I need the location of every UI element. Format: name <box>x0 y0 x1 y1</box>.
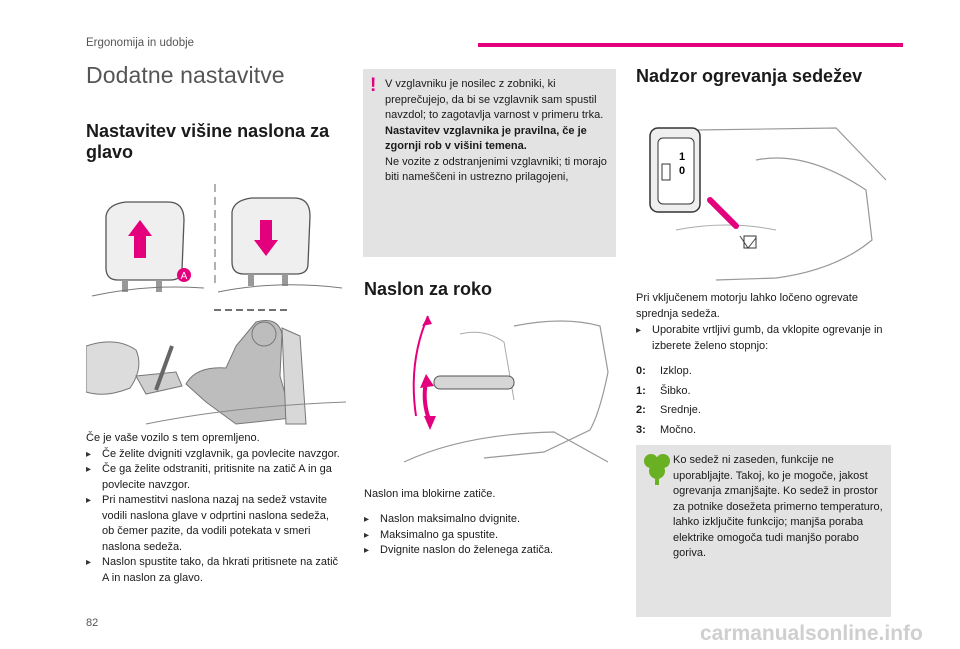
seat-heating-bullet: Uporabite vrtljivi gumb, da vklopite ogr… <box>636 323 892 354</box>
heating-levels: 0:Izklop. 1:Šibko. 2:Srednje. 3:Močno. <box>636 362 701 440</box>
armrest-illustration <box>403 315 609 463</box>
label-a: A <box>181 271 188 282</box>
page-title: Dodatne nastavitve <box>86 62 285 88</box>
headrest-intro: Če je vaše vozilo s tem opremljeno. <box>86 432 260 444</box>
seat-heating-intro: Pri vključenem motorju lahko ločeno ogre… <box>636 292 858 320</box>
knob-label-0: 0 <box>679 165 685 177</box>
headrest-bullet: Naslon spustite tako, da hkrati pritisne… <box>86 555 342 586</box>
headrest-bullet: Če želite dvigniti vzglavnik, ga povleci… <box>86 447 342 463</box>
heating-level: 1:Šibko. <box>636 384 691 397</box>
heating-level: 3:Močno. <box>636 423 697 436</box>
seat-heating-heading: Nadzor ogrevanja sedežev <box>636 66 863 86</box>
headrest-heading: Nastavitev višine naslona za glavo <box>86 121 330 162</box>
armrest-heading: Naslon za roko <box>364 279 493 299</box>
armrest-intro: Naslon ima blokirne zatiče. <box>364 488 496 500</box>
watermark: carmanualsonline.info <box>700 622 923 645</box>
accent-bar <box>478 43 903 47</box>
warning-icon: ! <box>370 75 377 96</box>
armrest-bullet: Maksimalno ga spustite. <box>364 528 616 544</box>
driver-illustration <box>86 309 347 425</box>
headrest-text: Če je vaše vozilo s tem opremljeno. Če ž… <box>86 431 342 586</box>
heating-level: 2:Srednje. <box>636 404 701 416</box>
armrest-list: Naslon maksimalno dvignite. Maksimalno g… <box>364 512 616 559</box>
warning-text-2: Ne vozite z odstranjenimi vzglavniki; ti… <box>385 155 607 184</box>
warning-text: V vzglavniku je nosilec z zobniki, ki pr… <box>385 78 604 121</box>
seat-heating-illustration: 1 0 <box>649 127 887 281</box>
seat-heating-list: Uporabite vrtljivi gumb, da vklopite ogr… <box>636 323 892 354</box>
heating-level: 0:Izklop. <box>636 365 692 377</box>
headrest-bullet: Pri namestitvi naslona nazaj na sedež vs… <box>86 493 342 555</box>
section-label: Ergonomija in udobje <box>86 37 195 49</box>
warning-box: ! V vzglavniku je nosilec z zobniki, ki … <box>363 69 616 257</box>
eco-note-text: Ko sedež ni zaseden, funkcije ne uporabl… <box>673 454 883 559</box>
leaf-icon <box>644 454 670 485</box>
knob-label-1: 1 <box>679 151 685 163</box>
warning-bold-text: Nastavitev vzglavnika je pravilna, če je… <box>385 124 587 153</box>
headrest-bullet: Če ga želite odstraniti, pritisnite na z… <box>86 462 342 493</box>
eco-note-box: Ko sedež ni zaseden, funkcije ne uporabl… <box>636 445 891 617</box>
page-number: 82 <box>86 617 99 629</box>
armrest-bullet: Naslon maksimalno dvignite. <box>364 512 616 528</box>
armrest-bullet: Dvignite naslon do želenega zatiča. <box>364 543 616 559</box>
headrest-illustration: A <box>91 184 343 297</box>
